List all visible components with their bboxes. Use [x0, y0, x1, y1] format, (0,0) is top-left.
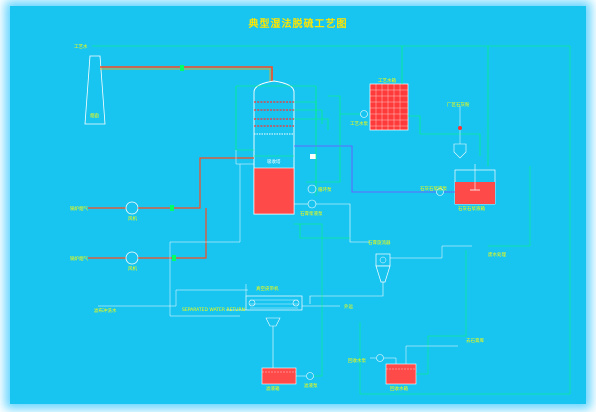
label-recovery-pump: 回收水泵 — [348, 359, 366, 364]
process-water-tank — [369, 83, 409, 131]
limestone-hopper — [453, 143, 467, 159]
damper-top — [180, 65, 184, 71]
label-flue-gas-1: 锅炉烟气 — [70, 207, 88, 212]
label-chimney: 烟囱 — [90, 114, 99, 119]
label-bottom-left-note: 滤布冲洗水 — [94, 309, 117, 314]
label-to-wastewater: 废水处理 — [488, 253, 506, 258]
limestone-feed-line — [294, 145, 436, 193]
flue-gas-duct-1 — [138, 157, 254, 209]
filtrate-tank — [261, 367, 297, 385]
label-flue-gas-2: 锅炉烟气 — [70, 257, 88, 262]
gypsum-cyclone — [375, 253, 391, 283]
clean-flue-duct — [100, 66, 273, 84]
label-outlet-gypsum: 外运 — [344, 305, 353, 310]
fan-1-icon — [125, 201, 139, 215]
label-recycle-pump: 循环泵 — [318, 188, 332, 193]
filtrate-pump-icon — [306, 372, 314, 380]
chimney-shape — [84, 55, 106, 125]
diagram-canvas: 典型湿法脱硫工艺图 — [10, 6, 586, 404]
recovery-tank — [385, 363, 417, 385]
flue-gas-duct-2 — [138, 208, 207, 259]
limestone-slurry-tank — [454, 164, 496, 205]
label-absorber: 吸收塔 — [267, 160, 281, 165]
process-flow-diagram — [84, 45, 571, 395]
label-to-gypsum-store: 去石膏库 — [466, 339, 484, 344]
label-process-water-tank: 工艺水箱 — [378, 79, 396, 84]
label-bottom-center-note: SEPARATED WATER RETURN — [182, 308, 245, 313]
fan-2-icon — [125, 251, 139, 265]
label-limestone-supply: 厂区石灰粉 — [447, 103, 470, 108]
recycle-pump-icon — [307, 184, 317, 194]
limestone-pump-icon — [436, 188, 444, 196]
label-filtrate-pump: 滤液泵 — [304, 384, 318, 389]
vacuum-belt-filter — [245, 295, 303, 311]
label-process-water-top: 工艺水 — [74, 45, 88, 50]
label-filtrate-tank: 滤液箱 — [266, 387, 280, 392]
label-gypsum-cyclone: 石膏旋流器 — [368, 241, 391, 246]
label-process-water-pump: 工艺水泵 — [350, 122, 368, 127]
label-slurry-pump: 石膏浆液泵 — [300, 212, 323, 217]
process-water-pump-icon — [360, 110, 368, 118]
recovery-pump-icon — [376, 354, 384, 362]
diagram-title: 典型湿法脱硫工艺图 — [248, 19, 348, 30]
absorber-tower — [253, 80, 295, 215]
label-belt-filter: 真空皮带机 — [256, 287, 279, 292]
label-fan-2: 风机 — [128, 267, 137, 272]
label-fan-1: 风机 — [128, 217, 137, 222]
label-recovery-tank: 回收水箱 — [390, 387, 408, 392]
absorber-slurry — [253, 167, 295, 215]
label-limestone-tank: 石灰石浆液箱 — [458, 207, 485, 212]
label-limestone-pump: 石灰石浆液泵 — [420, 187, 447, 192]
slurry-pump-icon — [307, 199, 317, 209]
